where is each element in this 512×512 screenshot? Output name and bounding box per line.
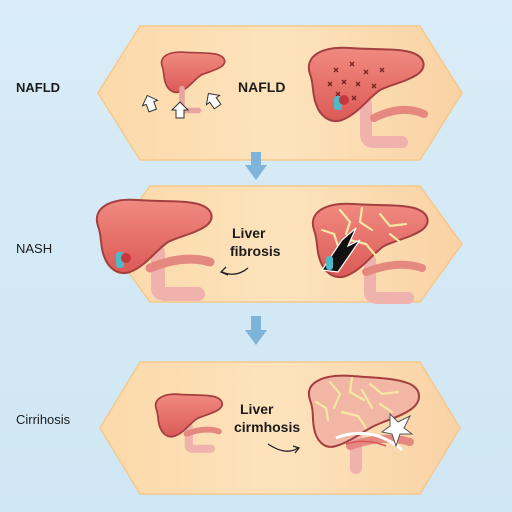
stage-3-side-label: Cirrihosis [16, 412, 71, 427]
stage-panel-2: NASH Liver fibrosis [16, 185, 463, 304]
small-liver-icon-2 [154, 393, 224, 453]
stage-2-inner-label-line1: Liver [232, 225, 266, 241]
stage-1-side-label: NAFLD [16, 80, 60, 95]
upward-arrows-icon [141, 92, 222, 119]
stage-3-inner-label-line2: cirmhosis [234, 419, 300, 435]
stage-2-side-label: NASH [16, 241, 52, 256]
curved-arrow-icon-2 [267, 443, 299, 452]
stage-2-inner-label-line2: fibrosis [230, 243, 281, 259]
stage-1-inner-label: NAFLD [238, 79, 285, 95]
down-arrow-1-icon [245, 152, 267, 180]
cirrhotic-liver-icon [307, 374, 420, 474]
stage-panel-3: Cirrihosis Liver cirmhosis [16, 361, 461, 495]
down-arrow-2-icon [245, 316, 267, 345]
stage-panel-1: NAFLD NAFLD [16, 25, 463, 161]
fatty-liver-icon [307, 46, 428, 148]
fibrotic-liver-icon [311, 202, 429, 304]
enlarged-liver-icon [95, 198, 215, 301]
stage-3-inner-label-line1: Liver [240, 401, 274, 417]
